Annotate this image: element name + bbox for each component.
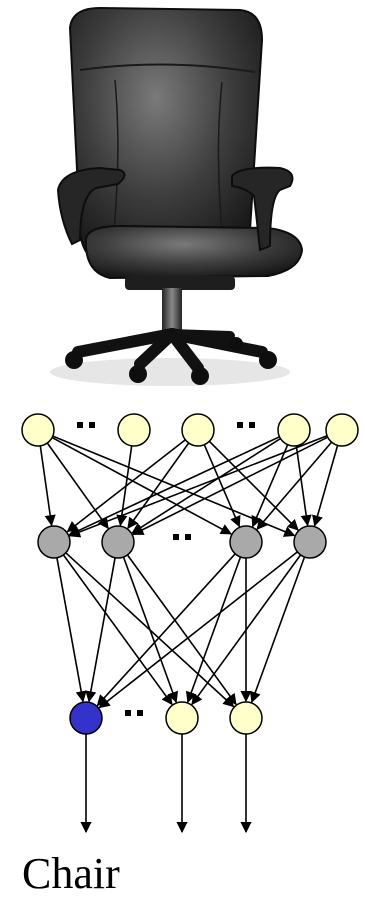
network-edges <box>39 435 339 709</box>
edge-input-1-hidden-1 <box>116 445 133 527</box>
edge-input-2-hidden-3 <box>208 440 299 531</box>
hidden-node-1 <box>101 525 135 559</box>
hidden-node-3 <box>293 525 327 559</box>
edge-hidden-1-output-0 <box>85 557 116 703</box>
edge-hidden-2-output-0 <box>96 553 236 707</box>
edge-hidden-2-output-1 <box>185 556 242 704</box>
chair-armrest-right <box>231 166 294 252</box>
edge-input-3-hidden-3 <box>295 445 312 527</box>
edge-hidden-3-output-0 <box>98 551 298 709</box>
input-node-3 <box>277 413 311 447</box>
edge-input-0-hidden-1 <box>46 442 109 530</box>
edge-input-3-hidden-2 <box>251 444 289 528</box>
edge-hidden-3-output-1 <box>191 554 302 706</box>
edge-hidden-0-output-1 <box>62 554 173 706</box>
output-node-2 <box>229 701 263 735</box>
input-ellipsis-dot-0-0 <box>77 422 83 428</box>
network-output-arrows <box>80 734 252 834</box>
edge-input-3-hidden-1 <box>131 437 281 534</box>
network-ellipses <box>77 422 255 716</box>
output-node-0 <box>69 701 103 735</box>
input-node-2 <box>181 413 215 447</box>
edge-input-4-hidden-1 <box>132 436 329 536</box>
edge-input-2-hidden-1 <box>127 442 190 530</box>
edge-input-4-hidden-3 <box>312 445 339 527</box>
chair-casters <box>65 337 277 385</box>
edge-input-4-hidden-2 <box>256 441 333 530</box>
chair-headrest-seam <box>79 63 256 73</box>
edge-input-0-hidden-0 <box>39 445 56 527</box>
edge-input-3-hidden-0 <box>68 436 280 536</box>
hidden-ellipsis-dot-1-0 <box>173 534 179 540</box>
chair-shadow <box>50 358 290 386</box>
input-node-1 <box>117 413 151 447</box>
input-node-0 <box>21 413 55 447</box>
input-ellipsis-dot-2-0 <box>237 422 243 428</box>
chair-base <box>72 328 268 374</box>
edge-hidden-3-output-2 <box>249 556 306 704</box>
input-ellipsis-dot-0-1 <box>89 422 95 428</box>
edge-input-0-hidden-2 <box>51 436 232 535</box>
chair-armrest-left <box>56 166 126 246</box>
edge-hidden-1-output-2 <box>126 554 237 706</box>
edge-hidden-0-output-0 <box>56 557 87 703</box>
edge-hidden-1-output-1 <box>122 556 179 704</box>
network-nodes <box>21 413 359 735</box>
edge-input-4-hidden-0 <box>68 435 328 538</box>
output-node-1 <box>165 701 199 735</box>
output-ellipsis-dot-0-0 <box>125 710 131 716</box>
hidden-ellipsis-dot-1-1 <box>185 534 191 540</box>
hidden-node-0 <box>37 525 71 559</box>
input-node-4 <box>325 413 359 447</box>
chair-seat <box>84 224 304 280</box>
output-label-chair: Chair <box>22 849 120 898</box>
chair-mechanism <box>125 276 235 290</box>
input-ellipsis-dot-2-1 <box>249 422 255 428</box>
office-chair-image <box>50 6 304 386</box>
edge-input-2-hidden-2 <box>203 444 241 528</box>
chair-cylinder <box>162 288 182 330</box>
hidden-node-2 <box>229 525 263 559</box>
output-ellipsis-dot-0-1 <box>137 710 143 716</box>
